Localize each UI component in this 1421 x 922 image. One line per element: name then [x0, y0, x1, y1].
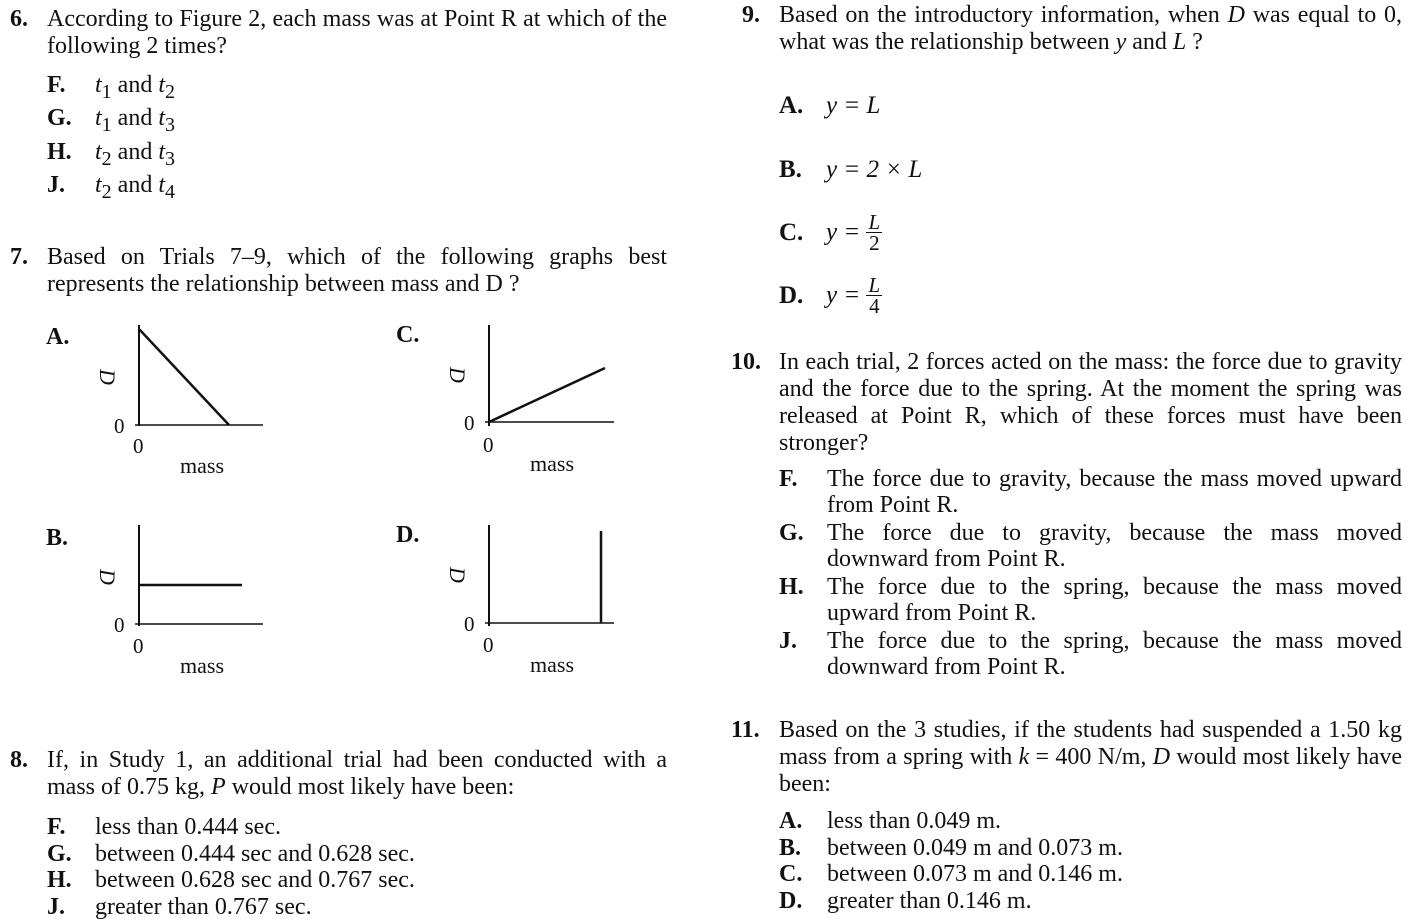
question-11: 11. Based on the 3 studies, if the stude… [731, 717, 1402, 914]
answer-options: F.The force due to gravity, because the … [779, 466, 1402, 680]
question-number: 11. [731, 717, 760, 743]
x-axis-label: mass [530, 451, 574, 476]
x-axis-label: mass [530, 652, 574, 677]
answer-option-h[interactable]: H.The force due to the spring, because t… [779, 574, 1402, 626]
y-axis-label: D [445, 366, 470, 383]
question-number: 6. [10, 6, 28, 32]
answer-options: A.less than 0.049 m. B.between 0.049 m a… [779, 808, 1402, 914]
data-line [138, 328, 230, 426]
data-line [488, 366, 606, 424]
answer-option-h[interactable]: H.between 0.628 sec and 0.767 sec. [47, 867, 415, 893]
question-6: 6. According to Figure 2, each mass was … [10, 6, 667, 205]
graph-option-b-letter[interactable]: B. [46, 525, 69, 551]
answer-option-f[interactable]: F.less than 0.444 sec. [47, 814, 281, 840]
graph-option-a-letter[interactable]: A. [46, 324, 70, 350]
answer-options: F.less than 0.444 sec. G.between 0.444 s… [47, 814, 667, 920]
answer-option-b[interactable]: B.between 0.049 m and 0.073 m. [779, 834, 1123, 861]
answer-option-j[interactable]: J.The force due to the spring, because t… [779, 628, 1402, 680]
option-letter: F. [47, 72, 66, 98]
graph-option-c-letter[interactable]: C. [396, 322, 420, 348]
question-number: 7. [10, 244, 28, 270]
question-number: 9. [742, 2, 760, 28]
y-axis-label: D [95, 568, 120, 585]
question-10: 10. In each trial, 2 forces acted on the… [731, 349, 1402, 680]
graph-option-a[interactable]: D 0 0 mass [86, 322, 286, 482]
x-zero-label: 0 [133, 634, 144, 658]
graph-option-b[interactable]: D 0 0 mass [86, 522, 286, 682]
graph-option-c[interactable]: D 0 0 mass [436, 322, 636, 482]
answer-option-c[interactable]: C.between 0.073 m and 0.146 m. [779, 861, 1123, 887]
answer-option-f[interactable]: F. t1 and t2 [47, 72, 667, 105]
y-axis-label: D [95, 368, 120, 385]
answer-option-f[interactable]: F.The force due to gravity, because the … [779, 466, 1402, 518]
answer-option-a[interactable]: A.less than 0.049 m. [779, 808, 1001, 834]
answer-option-j[interactable]: J.greater than 0.767 sec. [47, 893, 312, 920]
question-stem: Based on the 3 studies, if the students … [779, 717, 1402, 797]
graph-option-d[interactable]: D 0 0 mass [436, 522, 636, 682]
question-stem: According to Figure 2, each mass was at … [47, 6, 667, 59]
x-axis-label: mass [180, 653, 224, 678]
question-stem: In each trial, 2 forces acted on the mas… [779, 349, 1402, 456]
x-zero-label: 0 [483, 433, 494, 457]
answer-option-b[interactable]: B.y = 2 × L [779, 156, 923, 183]
y-zero-label: 0 [114, 414, 125, 438]
answer-option-g[interactable]: G.The force due to gravity, because the … [779, 520, 1402, 572]
y-zero-label: 0 [464, 411, 475, 435]
x-axis-label: mass [180, 453, 224, 478]
question-stem: If, in Study 1, an additional trial had … [47, 747, 667, 800]
answer-option-g[interactable]: G.between 0.444 sec and 0.628 sec. [47, 840, 415, 867]
question-8: 8. If, in Study 1, an additional trial h… [10, 747, 667, 920]
x-zero-label: 0 [133, 434, 144, 458]
option-letter: G. [47, 105, 72, 132]
answer-option-j[interactable]: J. t2 and t4 [47, 172, 667, 205]
answer-options: F. t1 and t2 G. t1 and t3 H. t2 and t3 J… [47, 72, 667, 205]
answer-option-h[interactable]: H. t2 and t3 [47, 139, 667, 172]
graph-option-d-letter[interactable]: D. [396, 522, 420, 548]
x-zero-label: 0 [483, 633, 494, 657]
question-stem: Based on Trials 7–9, which of the follow… [47, 244, 667, 297]
question-number: 8. [10, 747, 28, 773]
option-letter: H. [47, 138, 72, 165]
option-letter: J. [47, 171, 65, 198]
y-zero-label: 0 [114, 613, 125, 637]
question-9: 9. Based on the introductory information… [742, 2, 1402, 56]
question-stem: Based on the introductory information, w… [779, 2, 1402, 55]
answer-option-g[interactable]: G. t1 and t3 [47, 105, 667, 138]
y-axis-label: D [445, 566, 470, 583]
question-number: 10. [731, 349, 761, 375]
answer-option-a[interactable]: A.y = L [779, 92, 881, 119]
question-7: 7. Based on Trials 7–9, which of the fol… [10, 244, 667, 298]
y-zero-label: 0 [464, 612, 475, 636]
answer-option-d[interactable]: D.greater than 0.146 m. [779, 887, 1032, 914]
